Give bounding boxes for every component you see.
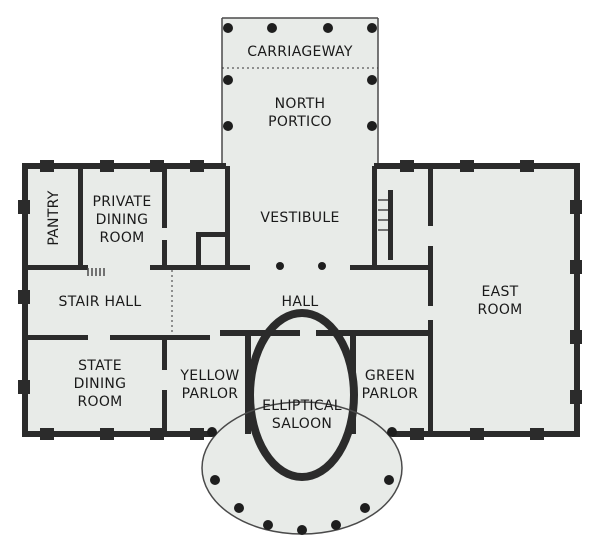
- portico-floor: [222, 18, 378, 166]
- east-room-label-line1: EAST: [481, 284, 518, 300]
- hall-columns: [276, 262, 326, 270]
- floor-areas: [22, 18, 580, 534]
- portico-column: [367, 75, 377, 85]
- east-room-label-line2: ROOM: [477, 302, 522, 318]
- private-dining-room-label-line2: DINING: [96, 212, 149, 228]
- portico-column: [223, 23, 233, 33]
- north-portico-label-line2: PORTICO: [268, 114, 332, 130]
- elliptical-saloon-label-line2: SALOON: [272, 416, 332, 432]
- carriageway-label: CARRIAGEWAY: [247, 44, 353, 60]
- hall-column: [276, 262, 284, 270]
- exterior-walls: [18, 160, 582, 440]
- state-dining-room-label-line2: DINING: [74, 376, 127, 392]
- portico-column: [223, 121, 233, 131]
- room-labels: CARRIAGEWAY NORTH PORTICO PANTRY PRIVATE…: [46, 44, 522, 432]
- private-dining-room-label-line3: ROOM: [99, 230, 144, 246]
- elliptical-saloon-structure: [201, 309, 403, 535]
- main-floor: [22, 166, 580, 434]
- portico-column: [323, 23, 333, 33]
- green-parlor-label-line1: GREEN: [365, 368, 415, 384]
- portico-column: [367, 121, 377, 131]
- north-portico-label-line1: NORTH: [275, 96, 326, 112]
- pantry-label: PANTRY: [46, 190, 62, 245]
- state-dining-room-label-line3: ROOM: [77, 394, 122, 410]
- state-dining-room-label-line1: STATE: [78, 358, 122, 374]
- private-dining-room-label-line1: PRIVATE: [93, 194, 152, 210]
- portico-column: [223, 75, 233, 85]
- north-portico-structure: [221, 17, 379, 166]
- stair-hall-label: STAIR HALL: [59, 294, 142, 310]
- vestibule-label: VESTIBULE: [260, 210, 339, 226]
- portico-column: [267, 23, 277, 33]
- hall-column: [318, 262, 326, 270]
- portico-column: [367, 23, 377, 33]
- green-parlor-label-line2: PARLOR: [362, 386, 419, 402]
- yellow-parlor-label-line2: PARLOR: [182, 386, 239, 402]
- south-portico-floor: [202, 402, 402, 534]
- elliptical-saloon-label-line1: ELLIPTICAL: [262, 398, 342, 414]
- hall-label: HALL: [282, 294, 319, 310]
- yellow-parlor-label-line1: YELLOW: [179, 368, 239, 384]
